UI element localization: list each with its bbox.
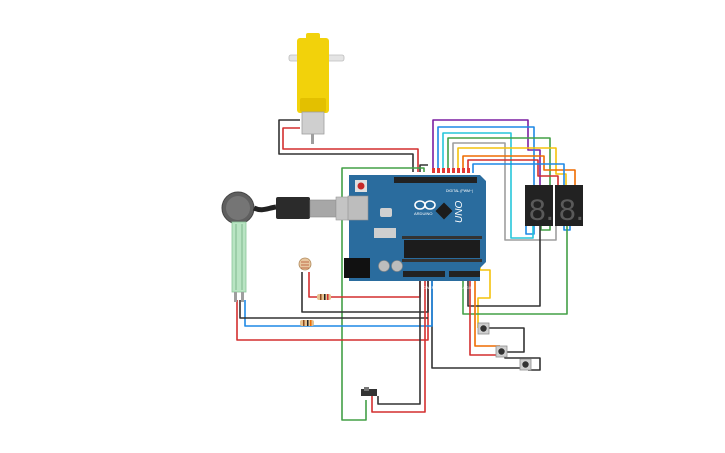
maker-label: ARDUINO (414, 211, 432, 216)
wire-motor-red[interactable] (282, 127, 419, 172)
atmega-chip (404, 240, 480, 258)
wire-blue-top[interactable] (437, 126, 535, 235)
motor-gearbox-top (306, 33, 320, 40)
display-body (555, 185, 583, 226)
fsr-pin (234, 292, 237, 302)
motor-can (301, 111, 325, 135)
wire-motor-black[interactable] (278, 119, 414, 172)
reset-button-cap (357, 182, 365, 190)
wire-gray[interactable] (452, 142, 557, 241)
fsr-tail (231, 221, 247, 293)
capacitor (378, 260, 390, 272)
slide-switch[interactable] (361, 387, 377, 396)
wire-red-button[interactable] (469, 278, 496, 356)
usb-plug-metal (309, 199, 337, 218)
digital-header[interactable] (394, 177, 477, 183)
voltage-regulator (374, 228, 396, 238)
photoresistor[interactable] (298, 257, 312, 271)
motor-gearbox-base (300, 98, 326, 112)
wire-yellow-top[interactable] (457, 147, 567, 185)
wire-green-display[interactable] (462, 226, 568, 315)
wire-orange[interactable] (462, 155, 576, 185)
fsr-pin (241, 292, 244, 302)
usb-cord (252, 204, 277, 213)
arduino-uno[interactable]: UNO ARDUINO DIGITAL (PWM~) POWER ANALOG … (344, 175, 486, 290)
pushbutton-1[interactable] (477, 322, 490, 335)
resistor-ldr[interactable] (317, 294, 331, 300)
pushbutton-2[interactable] (495, 345, 508, 358)
fsr-pad-inner (226, 196, 250, 220)
usb-jack (347, 195, 369, 221)
ic-socket (402, 236, 482, 239)
power-header-label: POWER (421, 286, 435, 290)
arduino-logo (414, 200, 436, 210)
display-body (525, 185, 553, 226)
resistor-band (310, 320, 312, 326)
digital-header-label: DIGITAL (PWM~) (446, 189, 473, 193)
wire-orange-button[interactable] (474, 278, 500, 347)
switch-slider[interactable] (364, 387, 369, 391)
seven-segment-display-left[interactable]: 8. (525, 185, 554, 227)
resistor-band (327, 294, 329, 300)
pushbutton-cap (522, 361, 529, 368)
power-header[interactable] (403, 271, 445, 277)
display-digit: 8. (529, 194, 554, 227)
ic-socket (402, 259, 482, 262)
motor-shaft (311, 134, 314, 144)
usb-cable[interactable] (252, 196, 359, 221)
ldr-head (298, 257, 312, 271)
resistor-band (307, 320, 309, 326)
wire-red-switch[interactable] (371, 280, 426, 413)
switch-body (361, 389, 377, 396)
digital-pin-markers (432, 168, 470, 173)
resistor-band (320, 294, 322, 300)
motor-gearbox (297, 38, 329, 113)
pushbutton-cap (498, 348, 505, 355)
usb-plug-body (276, 197, 310, 219)
dc-motor[interactable] (288, 33, 345, 144)
wire-black-buttons[interactable] (486, 327, 541, 371)
wire-black-switch[interactable] (377, 280, 421, 405)
power-jack (344, 258, 370, 278)
wire-black-display[interactable] (467, 226, 541, 307)
pushbutton-3[interactable] (519, 358, 532, 371)
resistor-fsr[interactable] (300, 320, 314, 326)
wire-black-right[interactable] (419, 164, 428, 172)
wire-cyan[interactable] (442, 132, 534, 239)
capacitor (391, 260, 403, 272)
resistor-band (324, 294, 326, 300)
wire-green-top[interactable] (447, 137, 551, 231)
display-digit: 8. (559, 194, 584, 227)
wire-black-resistor2[interactable] (239, 300, 428, 319)
analog-header[interactable] (449, 271, 480, 277)
force-sensor[interactable] (221, 191, 255, 302)
ldr-track (301, 261, 309, 269)
board-name-label: UNO (454, 201, 465, 223)
analog-header-label: ANALOG IN (454, 286, 474, 290)
wire-green-switch[interactable] (341, 167, 425, 421)
resistor-band (303, 320, 305, 326)
small-chip (435, 202, 453, 220)
crystal (380, 208, 392, 217)
seven-segment-display-right[interactable]: 8. (555, 185, 584, 227)
wire-red-fsr[interactable] (236, 278, 429, 341)
wire-red-top[interactable] (467, 159, 559, 185)
pushbutton-cap (480, 325, 487, 332)
wire-black-ldr[interactable] (301, 272, 429, 313)
wire-blue-fsr[interactable] (244, 278, 433, 327)
